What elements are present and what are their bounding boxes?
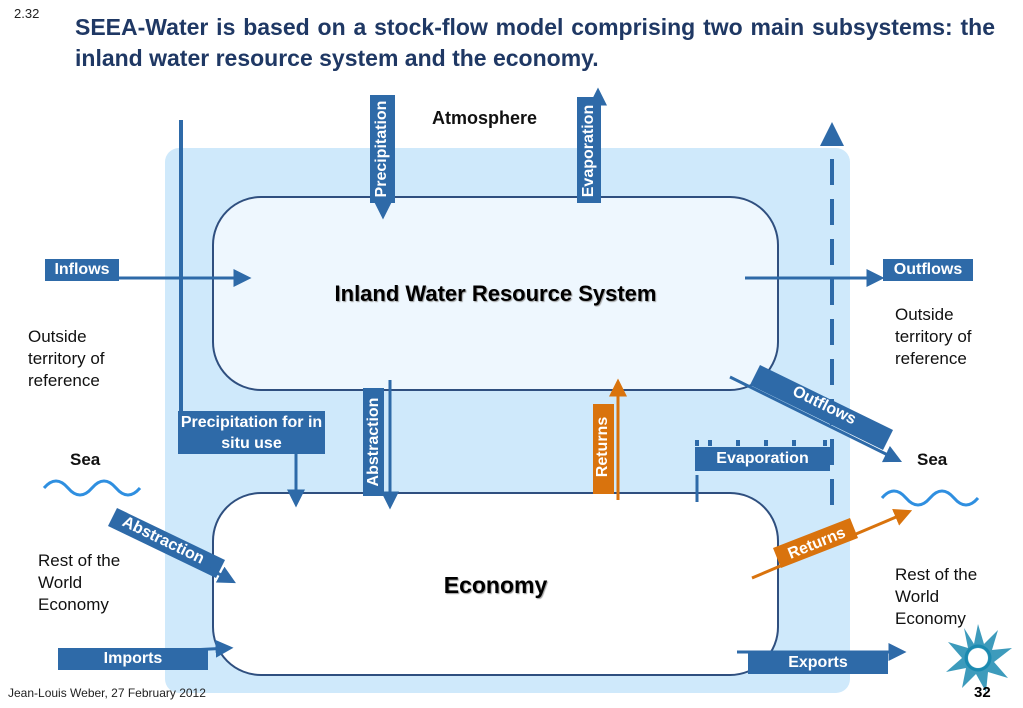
- abstraction-vertical-band: [363, 388, 384, 496]
- left-outside-territory: Outside territory of reference: [28, 327, 105, 390]
- precipitation-label: Precipitation: [373, 100, 390, 198]
- footer-author-date: Jean-Louis Weber, 27 February 2012: [8, 686, 206, 700]
- page-number: 32: [974, 684, 991, 701]
- economy-box: [212, 492, 779, 676]
- abstraction-vertical-label: Abstraction: [365, 397, 382, 487]
- left-rest-of-world: Rest of the World Economy: [38, 551, 121, 614]
- inland-system-title: Inland Water Resource System: [334, 281, 657, 306]
- abstraction-sea-arrow: [207, 566, 236, 584]
- slide-title: SEEA-Water is based on a stock-flow mode…: [75, 14, 995, 71]
- evaporation-top-band: [577, 97, 601, 203]
- imports-tag: Imports: [58, 648, 208, 670]
- sea-wave-left: [42, 479, 142, 497]
- returns-vertical-label: Returns: [594, 416, 611, 478]
- atmosphere-label: Atmosphere: [432, 108, 538, 128]
- right-outside-territory: Outside territory of reference: [895, 305, 972, 368]
- left-sea: Sea: [70, 450, 101, 469]
- inland-water-system-box: [212, 196, 779, 391]
- sea-wave-right: [880, 489, 980, 507]
- evaporation-economy-tabs: [695, 440, 827, 446]
- right-sea: Sea: [917, 450, 948, 469]
- evaporation-economy-tag: Evaporation: [695, 447, 830, 471]
- precip-insitu-tag: Precipitation for in situ use: [178, 411, 325, 454]
- inflows-tag: Inflows: [45, 259, 119, 281]
- returns-vertical-band: [593, 404, 614, 494]
- exports-tag: Exports: [748, 652, 888, 674]
- evaporation-top-label: Evaporation: [580, 104, 597, 198]
- outflows-diag-arrow: [729, 375, 903, 463]
- returns-diag-band: [773, 518, 858, 568]
- logo-icon: [946, 624, 1012, 692]
- economy-title: Economy: [443, 572, 548, 598]
- abstraction-sea-band: [108, 508, 225, 578]
- slide-number: 2.32: [14, 6, 40, 21]
- right-rest-of-world: Rest of the World Economy: [895, 565, 978, 628]
- outflows-right-tag: Outflows: [883, 259, 973, 281]
- precipitation-band: [370, 95, 395, 203]
- outflows-diag-band: [750, 365, 893, 450]
